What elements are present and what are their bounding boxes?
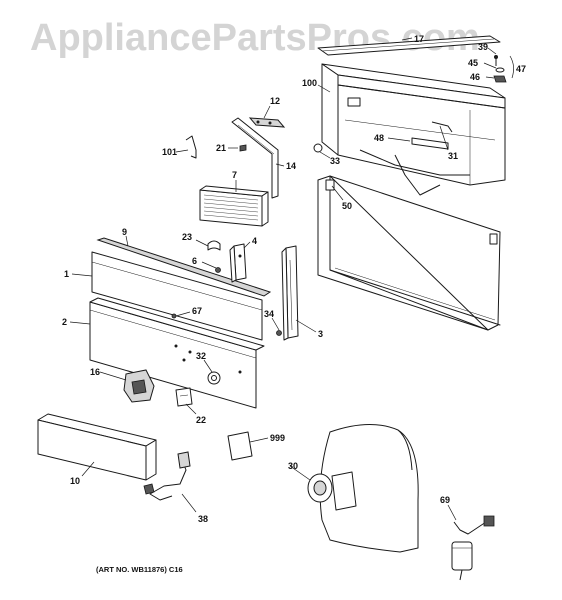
art-number: (ART NO. WB11876) C16 (96, 565, 183, 574)
part-14-side-bracket[interactable] (231, 117, 279, 199)
callout-10[interactable]: 10 (70, 476, 80, 486)
callout-67[interactable]: 67 (192, 306, 202, 316)
part-1-front-panel[interactable] (91, 251, 263, 341)
callout-31[interactable]: 31 (448, 151, 458, 161)
callout-32[interactable]: 32 (196, 351, 206, 361)
part-9-trim-strip[interactable] (96, 237, 272, 297)
part-3-vertical-channel[interactable] (281, 245, 299, 341)
callout-6[interactable]: 6 (192, 256, 197, 266)
callout-12[interactable]: 12 (270, 96, 280, 106)
callout-2[interactable]: 2 (62, 317, 67, 327)
part-17-top-trim[interactable] (317, 35, 501, 56)
callout-46[interactable]: 46 (470, 72, 480, 82)
callout-14[interactable]: 14 (286, 161, 296, 171)
callout-33[interactable]: 33 (330, 156, 340, 166)
callout-21[interactable]: 21 (216, 143, 226, 153)
part-23-clip[interactable] (207, 240, 221, 251)
part-38-wire-harness[interactable] (143, 451, 191, 501)
part-12-switch-bracket[interactable] (248, 117, 286, 128)
callout-22[interactable]: 22 (196, 415, 206, 425)
part-32-knob[interactable] (207, 371, 221, 385)
callout-38[interactable]: 38 (198, 514, 208, 524)
callout-48[interactable]: 48 (374, 133, 384, 143)
part-50-housing[interactable] (317, 175, 501, 331)
callout-47[interactable]: 47 (516, 64, 526, 74)
part-999-manual[interactable] (227, 431, 253, 461)
part-22-relay[interactable] (175, 387, 193, 407)
callout-1[interactable]: 1 (64, 269, 69, 279)
part-21-screw[interactable] (239, 144, 247, 152)
part-4-bracket[interactable] (229, 243, 247, 283)
part-7-grease-filter[interactable] (199, 185, 269, 227)
callout-16[interactable]: 16 (90, 367, 100, 377)
part-33-knob[interactable] (313, 143, 323, 153)
callout-999[interactable]: 999 (270, 433, 285, 443)
part-69-capacitor[interactable] (451, 515, 495, 581)
callout-34[interactable]: 34 (264, 309, 274, 319)
part-100-top-frame[interactable] (321, 63, 506, 196)
callout-17[interactable]: 17 (414, 34, 424, 44)
part-39-screw[interactable] (494, 55, 498, 66)
callout-100[interactable]: 100 (302, 78, 317, 88)
part-16-switch[interactable] (123, 369, 155, 403)
part-10-transformer-box[interactable] (37, 413, 157, 481)
callout-30[interactable]: 30 (288, 461, 298, 471)
part-46-grommet[interactable] (493, 75, 507, 83)
part-6-screw[interactable] (215, 267, 221, 273)
callout-9[interactable]: 9 (122, 227, 127, 237)
part-67-screw[interactable] (171, 313, 177, 319)
part-34-screw[interactable] (276, 330, 282, 336)
callout-4[interactable]: 4 (252, 236, 257, 246)
callout-69[interactable]: 69 (440, 495, 450, 505)
part-31-bracket[interactable] (431, 121, 453, 133)
part-101-clip[interactable] (185, 135, 197, 159)
leader-lines (69, 37, 497, 521)
part-45-washer[interactable] (495, 67, 505, 73)
callout-39[interactable]: 39 (478, 42, 488, 52)
callout-labels: 17 39 45 46 47 100 12 101 21 14 48 31 33… (62, 34, 526, 524)
part-47-brace (509, 55, 514, 79)
part-48-label-plate[interactable] (411, 137, 449, 150)
watermark-text: AppliancePartsPros.com (30, 17, 480, 59)
callout-7[interactable]: 7 (232, 170, 237, 180)
callout-45[interactable]: 45 (468, 58, 478, 68)
part-30-blower[interactable] (307, 423, 419, 553)
callout-3[interactable]: 3 (318, 329, 323, 339)
callout-23[interactable]: 23 (182, 232, 192, 242)
callout-50[interactable]: 50 (342, 201, 352, 211)
callout-101[interactable]: 101 (162, 147, 177, 157)
